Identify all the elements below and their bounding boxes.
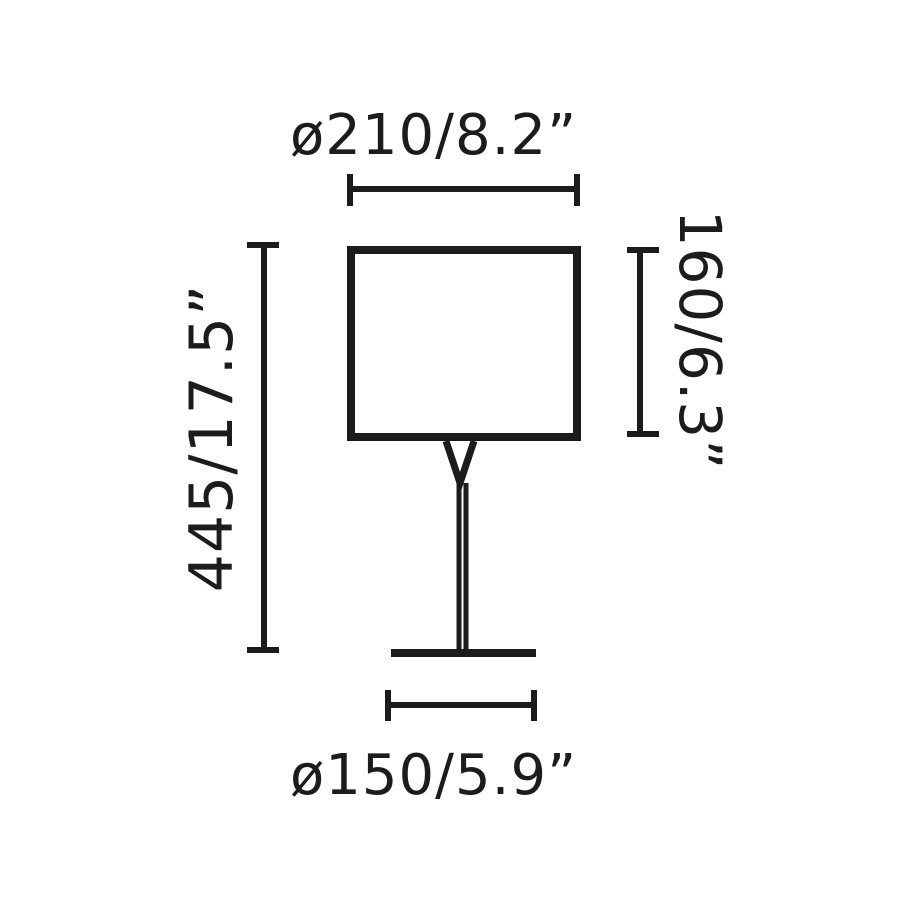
base-diameter-dimension-line <box>385 690 537 721</box>
total-height-label: 445/17.5” <box>177 283 247 593</box>
lamp-base <box>391 649 536 657</box>
lamp-connector <box>442 439 478 495</box>
shade-height-dimension-line <box>627 247 659 437</box>
shade-diameter-label: ø210/8.2” <box>290 103 578 168</box>
lamp-shade <box>347 246 581 441</box>
shade-height-label: 160/6.3” <box>666 209 734 471</box>
shade-diameter-dimension-line <box>347 174 580 206</box>
total-height-dimension-line <box>247 242 279 653</box>
lamp-stem <box>456 483 469 652</box>
base-diameter-label: ø150/5.9” <box>290 743 578 808</box>
